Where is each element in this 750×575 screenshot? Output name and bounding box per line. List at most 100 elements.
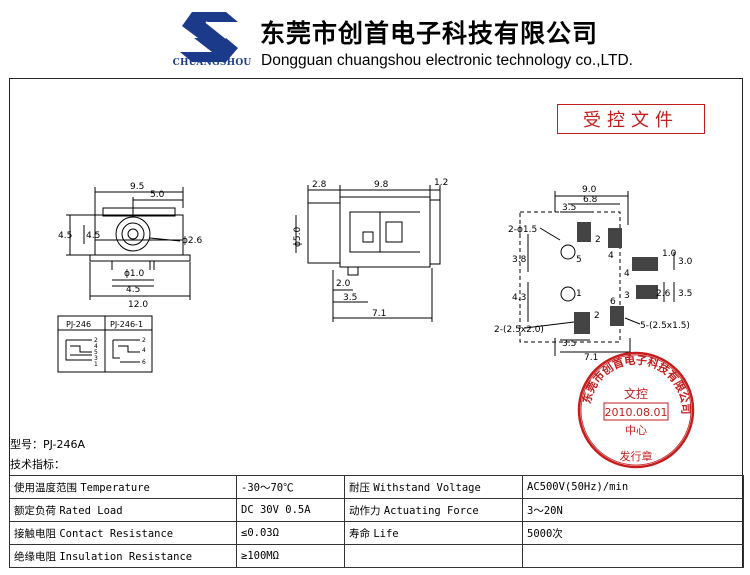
table-row: 绝缘电阻 Insulation Resistance≥100MΩ: [9, 544, 744, 568]
pad-number: 4: [624, 269, 630, 279]
pad-number: 2: [594, 311, 600, 321]
dim-text: 2-ϕ1.5: [508, 225, 537, 235]
spec-label-cell: 绝缘电阻 Insulation Resistance: [9, 544, 237, 568]
company-name-en: Dongguan chuangshou electronic technolog…: [261, 52, 633, 69]
drawing-frame: [9, 78, 743, 568]
dim-text: 4.5: [126, 285, 140, 295]
spec-value-cell: ≤0.03Ω: [236, 521, 345, 545]
side-view-drawing: [295, 185, 441, 322]
front-view-drawing: [66, 187, 191, 300]
spec-label-en: Rated Load: [59, 504, 123, 517]
spec-value-cell: [522, 544, 744, 568]
pin-number: 4: [94, 343, 98, 350]
spec-label-cell: 使用温度范围 Temperature: [9, 475, 237, 499]
dim-text: 9.5: [130, 182, 144, 192]
spec-label-cell: 接触电阻 Contact Resistance: [9, 521, 237, 545]
spec-label-cell: 寿命 Life: [344, 521, 523, 545]
dim-text: 4.5: [58, 231, 72, 241]
svg-text:中心: 中心: [625, 424, 647, 437]
dim-text: 2.6: [656, 289, 671, 299]
dim-text: 3.8: [512, 255, 527, 265]
spec-label-cell: 耐压 Withstand Voltage: [344, 475, 523, 499]
pad-number: 2: [595, 235, 601, 245]
spec-label-en: Temperature: [80, 481, 150, 494]
spec-label-cn: 耐压: [349, 481, 370, 494]
pad-number: 4: [608, 251, 614, 261]
pin-number: 4: [142, 347, 146, 354]
dim-text: 3.5: [343, 293, 357, 303]
controlled-document-stamp: 受控文件: [557, 104, 705, 134]
company-logo-icon: [180, 12, 238, 62]
dim-text: ϕ1.0: [124, 269, 145, 279]
pcb-pads: [574, 222, 658, 334]
dim-text: 2.0: [336, 279, 351, 289]
schematic-label: PJ-246-1: [110, 320, 143, 329]
dim-text: 4.3: [512, 293, 526, 303]
pin-schematics: [57, 315, 153, 373]
spec-value-cell: DC 30V 0.5A: [236, 498, 345, 522]
dim-text: ϕ5.0: [293, 226, 303, 247]
pcb-layout-drawing: [519, 191, 675, 356]
svg-text:文控: 文控: [624, 386, 648, 401]
spec-value-cell: 5000次: [522, 521, 744, 545]
dim-text: 1.2: [434, 178, 448, 188]
pad-number: 6: [610, 297, 616, 307]
spec-label-cn: 使用温度范围: [14, 481, 77, 494]
spec-label-cell: 额定负荷 Rated Load: [9, 498, 237, 522]
company-name-cn: 东莞市创首电子科技有限公司: [260, 19, 599, 48]
dim-text: 2-(2.5x2.0): [494, 325, 544, 335]
spec-label-cell: [344, 544, 523, 568]
dim-text: 7.1: [584, 353, 598, 363]
spec-value-cell: ≥100MΩ: [236, 544, 345, 568]
logo-wordmark: CHUANGSHOU: [172, 58, 252, 68]
spec-label-cell: 动作力 Actuating Force: [344, 498, 523, 522]
dim-text: ϕ2.6: [182, 236, 203, 246]
spec-value-cell: 3～20N: [522, 498, 744, 522]
dim-text: 3.5: [562, 339, 576, 349]
dim-text: 9.0: [582, 185, 597, 195]
pin-number: 2: [94, 337, 98, 344]
dim-text: 4.5: [86, 231, 100, 241]
svg-text:发行章: 发行章: [620, 449, 653, 463]
dim-text: 3.5: [562, 203, 576, 213]
spec-label-en: Actuating Force: [383, 504, 479, 517]
dim-text: 5.0: [150, 190, 165, 200]
dim-text: 6.8: [583, 195, 598, 205]
pad-number: 5: [576, 255, 582, 265]
company-seal-icon: 东莞市创首电子科技有限公司 文控 2010.08.01 中心 发行章: [577, 351, 695, 469]
dim-text: 1.0: [662, 249, 677, 259]
spec-value-cell: -30～70℃: [236, 475, 345, 499]
spec-label-cn: 动作力: [349, 504, 381, 517]
model-number: 型号：PJ-246A: [10, 438, 85, 451]
spec-value-cell: AC500V(50Hz)/min: [522, 475, 744, 499]
pin-number: 2: [142, 337, 146, 344]
spec-label-en: Insulation Resistance: [59, 550, 193, 563]
spec-label-cn: 额定负荷: [14, 504, 56, 517]
pad-number: 1: [576, 289, 582, 299]
dim-text: 12.0: [128, 300, 148, 310]
pin-number: 1: [94, 361, 98, 368]
svg-text:2010.08.01: 2010.08.01: [605, 406, 668, 419]
spec-label-cn: 接触电阻: [14, 527, 56, 540]
dim-text: 3.5: [678, 289, 692, 299]
pin-number: 6: [142, 359, 146, 366]
spec-label-cn: 寿命: [349, 527, 370, 540]
schematic-label: PJ-246: [66, 320, 91, 329]
spec-label-en: Life: [373, 527, 399, 540]
dim-text: 3.0: [678, 257, 693, 267]
pin-number: 5: [94, 349, 98, 356]
spec-heading: 技术指标：: [10, 458, 65, 471]
pad-number: 3: [624, 291, 630, 301]
spec-label-en: Withstand Voltage: [373, 481, 481, 494]
dim-text: 2.8: [312, 180, 327, 190]
pin-number: 3: [94, 355, 98, 362]
spec-label-en: Contact Resistance: [59, 527, 174, 540]
dim-text: 9.8: [374, 180, 389, 190]
spec-label-cn: 绝缘电阻: [14, 550, 56, 563]
dim-text: 5-(2.5x1.5): [640, 321, 690, 331]
